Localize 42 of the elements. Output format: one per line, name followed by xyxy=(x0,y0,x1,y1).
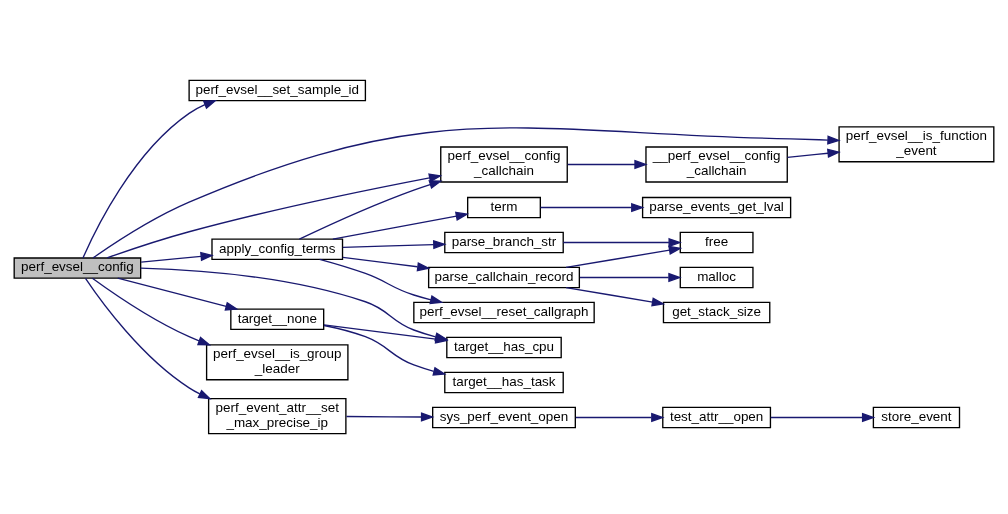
arrow xyxy=(345,412,435,422)
node-box: parse_branch_str xyxy=(444,231,564,254)
node-box: get_stack_size xyxy=(662,301,771,324)
node-box: free xyxy=(679,231,754,254)
node-box: store_event xyxy=(872,406,961,429)
node-box: parse_events_get_lval xyxy=(641,196,792,219)
arrow xyxy=(342,256,431,272)
node-box: test_attr__open xyxy=(662,406,772,429)
arrow xyxy=(567,159,648,170)
node-box: sys_perf_event_open xyxy=(432,406,576,429)
arrow xyxy=(579,272,682,283)
arrow xyxy=(565,286,666,307)
node-box: apply_config_terms xyxy=(211,238,344,261)
arrow xyxy=(575,412,665,423)
node-box: perf_evsel__is_function _event xyxy=(838,126,995,163)
node-box: term xyxy=(467,196,541,219)
node-box: target__none xyxy=(230,308,325,330)
node-box: perf_evsel__config xyxy=(13,257,142,279)
node-box: target__has_task xyxy=(444,371,564,394)
node-box: __perf_evsel__config _callchain xyxy=(645,146,788,183)
node-box: malloc xyxy=(679,266,754,289)
node-box: parse_callchain_record xyxy=(427,266,581,289)
arrow xyxy=(117,277,239,311)
arrow xyxy=(342,239,447,250)
node-box: target__has_cpu xyxy=(446,336,562,359)
arrow xyxy=(318,258,444,305)
node-box: perf_event_attr__set _max_precise_ip xyxy=(207,397,347,435)
arrow xyxy=(786,148,841,159)
arrow xyxy=(565,245,683,269)
arrow xyxy=(91,277,212,346)
arrow xyxy=(84,277,212,400)
node-box: perf_evsel__is_group _leader xyxy=(205,344,349,381)
arrow xyxy=(332,211,470,240)
arrow xyxy=(562,237,682,248)
arrow xyxy=(82,99,218,259)
arrow xyxy=(298,180,443,240)
arrow xyxy=(770,412,876,423)
node-box: perf_evsel__config _callchain xyxy=(440,146,568,183)
node-box: perf_evsel__set_sample_id xyxy=(188,79,367,102)
arrow xyxy=(140,251,214,263)
arrow xyxy=(539,202,645,213)
node-box: perf_evsel__reset_callgraph xyxy=(413,301,595,324)
